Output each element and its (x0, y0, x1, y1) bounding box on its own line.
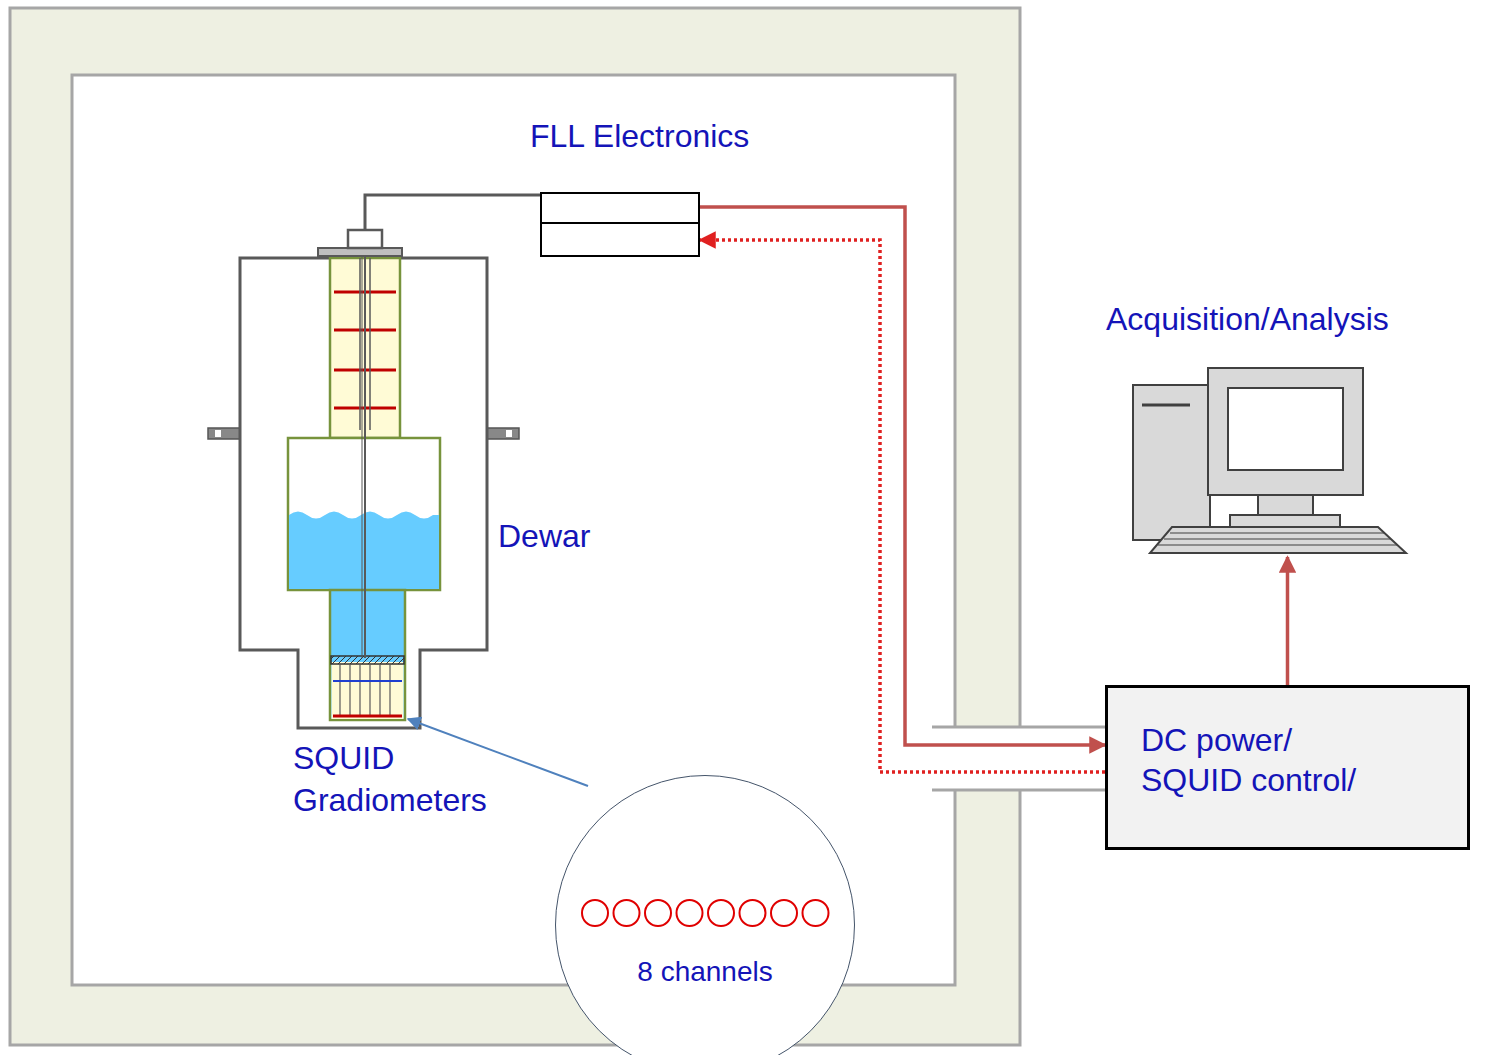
feedthrough-line (932, 789, 1105, 792)
feedthrough-line (932, 726, 1105, 729)
control-box: DC power/ SQUID control/ (1105, 685, 1470, 850)
keyboard-row (1164, 538, 1391, 539)
channel-coil (676, 900, 702, 926)
computer-part (1228, 388, 1343, 470)
channel-coil (802, 900, 828, 926)
keyboard-row (1158, 544, 1397, 545)
zoom-leader (408, 719, 588, 786)
node-label: Acquisition/Analysis (1106, 299, 1389, 339)
keyboard (1150, 527, 1406, 553)
dewar-illustration (208, 230, 519, 728)
channel-coil (771, 900, 797, 926)
shield-wall (10, 8, 1020, 1045)
keyboard-row (1170, 532, 1385, 533)
box-divider (542, 222, 698, 224)
channel-coil (708, 900, 734, 926)
channel-coil (613, 900, 639, 926)
signal-connector (1286, 557, 1290, 685)
zoom-circle: 8 channels (555, 775, 855, 1055)
electronics-box: FLL Electronics (540, 192, 700, 257)
node-label: FLL Electronics (530, 116, 749, 156)
wall-feedthrough (952, 728, 1024, 789)
channel-coil (645, 900, 671, 926)
signal-connector (700, 240, 1105, 772)
computer-part (1208, 368, 1363, 495)
drive-slot (1142, 404, 1190, 407)
channel-coil (739, 900, 765, 926)
part-label: Dewar (498, 516, 638, 558)
channel-row (555, 775, 855, 1055)
node-label: 8 channels (556, 954, 854, 989)
part-label: SQUID Gradiometers (293, 738, 548, 821)
channel-coil (582, 900, 608, 926)
computer-node: Acquisition/Analysis (1100, 295, 1485, 557)
computer-part (1133, 385, 1210, 540)
signal-connector (700, 207, 1105, 745)
node-label: DC power/ SQUID control/ (1141, 720, 1376, 800)
computer-part (1258, 493, 1313, 517)
